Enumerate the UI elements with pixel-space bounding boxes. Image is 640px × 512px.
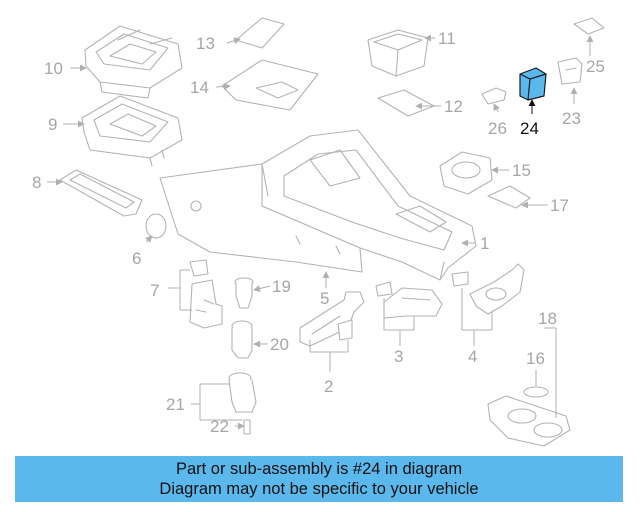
part-24-shape[interactable] bbox=[519, 67, 547, 101]
callout-7[interactable]: 7 bbox=[150, 281, 159, 300]
part-8-shape[interactable] bbox=[59, 169, 143, 217]
parts-diagram: 1 2 3 4 5 6 7 8 9 10 11 12 13 14 15 16 1… bbox=[32, 17, 605, 447]
part-16-shape[interactable] bbox=[523, 386, 549, 398]
part-10-shape[interactable] bbox=[84, 25, 183, 99]
callout-3[interactable]: 3 bbox=[394, 347, 403, 366]
part-13-shape[interactable] bbox=[235, 17, 285, 49]
banner-line-disclaimer: Diagram may not be specific to your vehi… bbox=[159, 480, 479, 498]
callout-11[interactable]: 11 bbox=[438, 29, 456, 48]
part-22-shape[interactable] bbox=[243, 419, 251, 435]
callout-10[interactable]: 10 bbox=[44, 59, 63, 78]
callout-21[interactable]: 21 bbox=[166, 395, 185, 414]
callout-23[interactable]: 23 bbox=[562, 109, 581, 128]
banner-line-part: Part or sub-assembly is #24 in diagram bbox=[175, 460, 463, 478]
part-15-shape[interactable] bbox=[439, 151, 493, 195]
info-banner: Part or sub-assembly is #24 in diagram D… bbox=[15, 456, 623, 502]
callout-15[interactable]: 15 bbox=[512, 161, 531, 180]
leader-lines bbox=[47, 34, 594, 430]
callout-9[interactable]: 9 bbox=[48, 115, 57, 134]
part-9-shape[interactable] bbox=[81, 95, 183, 167]
part-3-shape[interactable] bbox=[375, 281, 443, 319]
callout-24[interactable]: 24 bbox=[520, 119, 539, 138]
callout-22[interactable]: 22 bbox=[210, 417, 229, 436]
part-5-shape[interactable] bbox=[159, 163, 363, 273]
callout-18[interactable]: 18 bbox=[538, 309, 557, 328]
part-7-shape[interactable] bbox=[189, 259, 223, 329]
callout-16[interactable]: 16 bbox=[526, 349, 545, 368]
callout-2[interactable]: 2 bbox=[324, 377, 333, 396]
part-18-shape[interactable] bbox=[487, 395, 571, 447]
callout-12[interactable]: 12 bbox=[444, 97, 463, 116]
part-14-shape[interactable] bbox=[221, 59, 319, 111]
part-12-shape[interactable] bbox=[377, 89, 435, 117]
callout-5[interactable]: 5 bbox=[320, 289, 329, 308]
part-6-shape[interactable] bbox=[145, 213, 167, 239]
callout-4[interactable]: 4 bbox=[468, 347, 477, 366]
callout-14[interactable]: 14 bbox=[190, 78, 209, 97]
callout-17[interactable]: 17 bbox=[550, 196, 569, 215]
callout-6[interactable]: 6 bbox=[132, 249, 141, 268]
part-2-shape[interactable] bbox=[299, 291, 365, 347]
callout-25[interactable]: 25 bbox=[586, 57, 605, 76]
part-11-shape[interactable] bbox=[367, 29, 429, 77]
callout-1[interactable]: 1 bbox=[480, 234, 489, 253]
part-17-shape[interactable] bbox=[487, 185, 531, 209]
part-20-shape[interactable] bbox=[231, 320, 253, 359]
part-4-shape[interactable] bbox=[451, 263, 525, 315]
part-19-shape[interactable] bbox=[234, 277, 254, 309]
part-26-shape[interactable] bbox=[481, 87, 507, 105]
callout-13[interactable]: 13 bbox=[196, 34, 215, 53]
callout-labels: 1 2 3 4 5 6 7 8 9 10 11 12 13 14 15 16 1… bbox=[32, 29, 605, 436]
part-23-shape[interactable] bbox=[557, 57, 583, 85]
callout-20[interactable]: 20 bbox=[270, 335, 289, 354]
callout-19[interactable]: 19 bbox=[272, 277, 291, 296]
part-25-shape[interactable] bbox=[573, 17, 605, 35]
callout-8[interactable]: 8 bbox=[32, 173, 41, 192]
part-21-shape[interactable] bbox=[228, 372, 257, 413]
callout-26[interactable]: 26 bbox=[488, 119, 507, 138]
